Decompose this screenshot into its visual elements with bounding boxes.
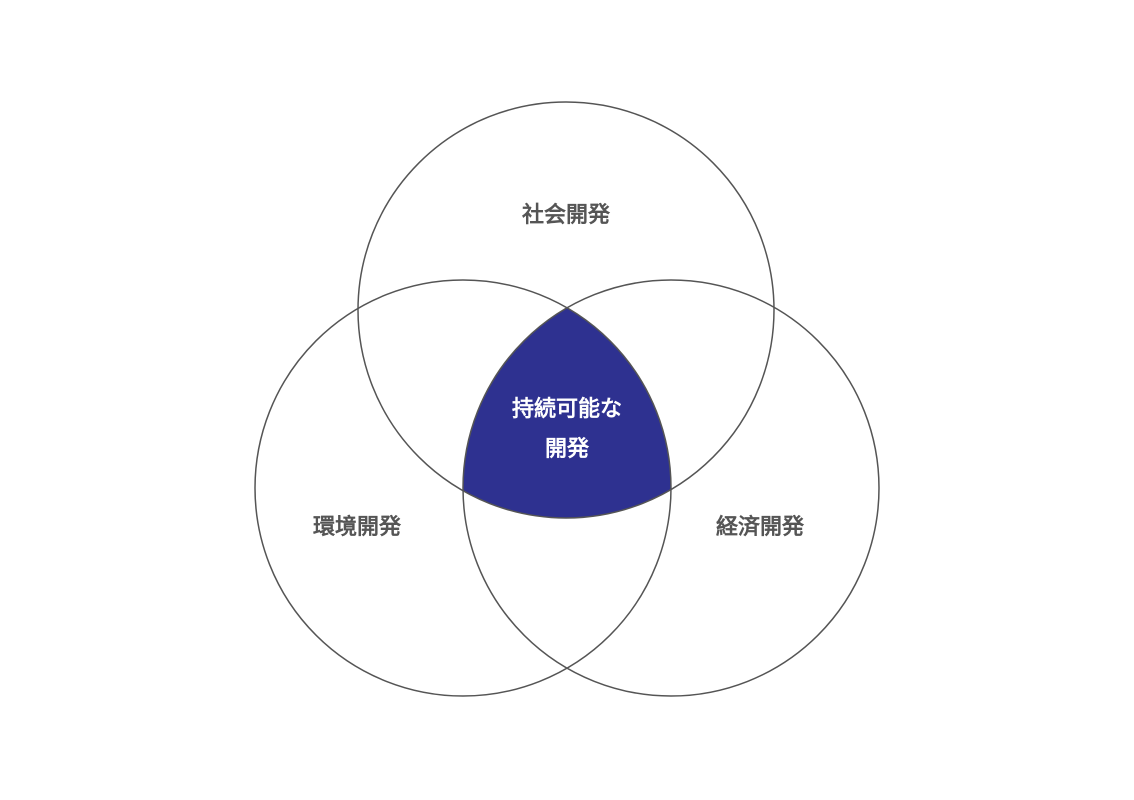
label-economic: 経済開発: [715, 515, 805, 540]
center-intersection: [463, 280, 671, 518]
label-environment: 環境開発: [312, 515, 402, 540]
label-social: 社会開発: [521, 203, 611, 228]
center-label-line1: 持続可能な: [511, 397, 623, 422]
circle-environment: [254, 279, 672, 697]
circle-economic: [462, 279, 880, 697]
circle-social: [357, 101, 775, 519]
center-label-line2: 開発: [544, 437, 590, 462]
center-label: 持続可能な 開発: [512, 390, 622, 470]
